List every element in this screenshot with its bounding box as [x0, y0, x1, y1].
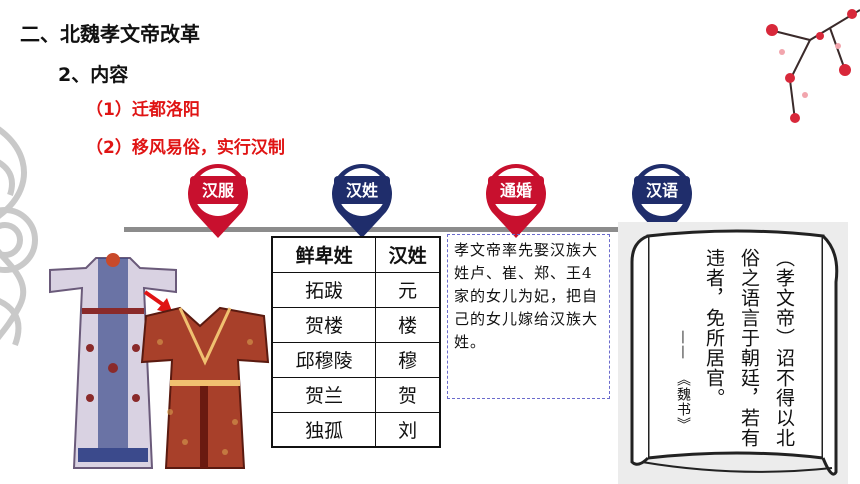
edict-column: 俗之语言于朝廷，若有 — [738, 248, 760, 448]
decorative-ornament — [0, 126, 38, 347]
xianbei-surname: 贺兰 — [271, 376, 377, 413]
plum-blossom-decoration — [766, 9, 860, 123]
map-pin-icon — [188, 164, 248, 238]
han-robe-image — [140, 306, 270, 469]
xianbei-robe-image — [49, 253, 177, 469]
table-row: 贺兰 贺 — [271, 376, 441, 413]
point-customs-reform: （2）移风易俗，实行汉制 — [86, 138, 285, 158]
table-row: 拓跋 元 — [271, 271, 441, 308]
table-header: 鲜卑姓 — [271, 236, 377, 273]
map-pin-icon — [332, 164, 392, 238]
pin-label: 通婚 — [499, 181, 532, 200]
xianbei-surname: 拓跋 — [271, 271, 377, 308]
xianbei-surname: 独孤 — [271, 411, 377, 448]
map-pin-icon — [486, 164, 546, 238]
table-header: 汉姓 — [375, 236, 441, 273]
han-surname: 楼 — [375, 306, 441, 343]
pin-label: 汉语 — [645, 181, 678, 200]
pin-han-surname: 汉姓 — [322, 162, 402, 240]
point-relocate-capital: （1）迁都洛阳 — [86, 100, 200, 120]
page-title: 二、北魏孝文帝改革 — [20, 22, 200, 46]
han-surname: 穆 — [375, 341, 441, 378]
map-pin-icon — [632, 164, 692, 238]
edict-scroll: （孝文帝）诏不得以北 俗之语言于朝廷，若有 违者，免所居官。 —— 《魏书》 — [618, 222, 848, 484]
scroll-frame-icon — [618, 222, 848, 484]
table-row: 邱穆陵 穆 — [271, 341, 441, 378]
table-row: 贺楼 楼 — [271, 306, 441, 343]
edict-source: 《魏书》 — [675, 372, 691, 432]
section-subtitle: 2、内容 — [58, 64, 129, 86]
pin-han-clothing: 汉服 — [178, 162, 258, 240]
pin-intermarriage: 通婚 — [476, 162, 556, 240]
han-surname: 刘 — [375, 411, 441, 448]
intermarriage-note: 孝文帝率先娶汉族大姓卢、崔、郑、王4家的女儿为妃，把自己的女儿嫁给汉族大姓。 — [447, 234, 610, 399]
edict-dash: —— — [675, 330, 691, 360]
pin-label: 汉服 — [201, 181, 234, 200]
han-surname: 元 — [375, 271, 441, 308]
timeline-bar — [124, 227, 724, 232]
han-surname: 贺 — [375, 376, 441, 413]
pin-label: 汉姓 — [345, 181, 378, 200]
xianbei-surname: 邱穆陵 — [271, 341, 377, 378]
pin-han-language: 汉语 — [622, 162, 702, 240]
table-row: 独孤 刘 — [271, 411, 441, 448]
surname-conversion-table: 鲜卑姓 汉姓 拓跋 元 贺楼 楼 邱穆陵 穆 贺兰 贺 独孤 刘 — [271, 236, 441, 448]
xianbei-surname: 贺楼 — [271, 306, 377, 343]
edict-column: 违者，免所居官。 — [703, 248, 725, 408]
edict-column: （孝文帝）诏不得以北 — [773, 248, 795, 448]
